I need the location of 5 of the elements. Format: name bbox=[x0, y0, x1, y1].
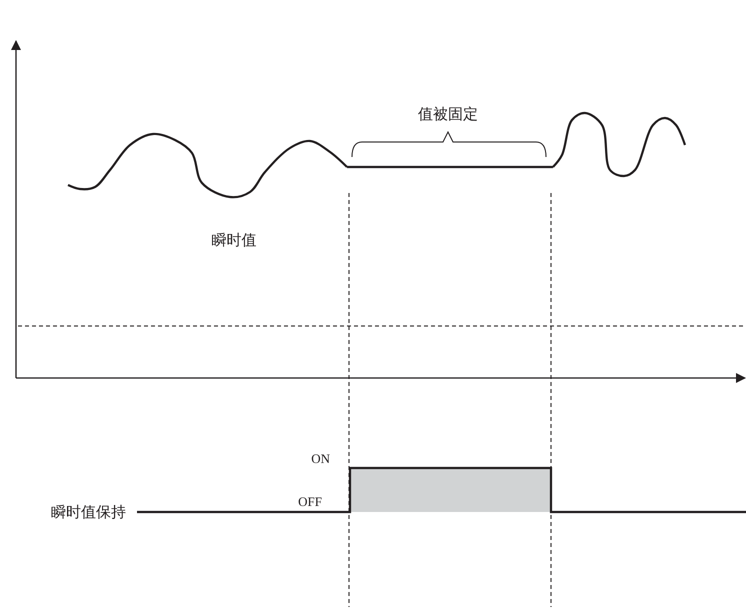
level-label: ON bbox=[311, 451, 330, 467]
annotation-label: 值被固定 bbox=[418, 106, 478, 124]
signal-label: 瞬时值保持 bbox=[51, 504, 126, 522]
signal-label: 瞬时值 bbox=[212, 232, 256, 250]
level-label: OFF bbox=[298, 494, 322, 510]
